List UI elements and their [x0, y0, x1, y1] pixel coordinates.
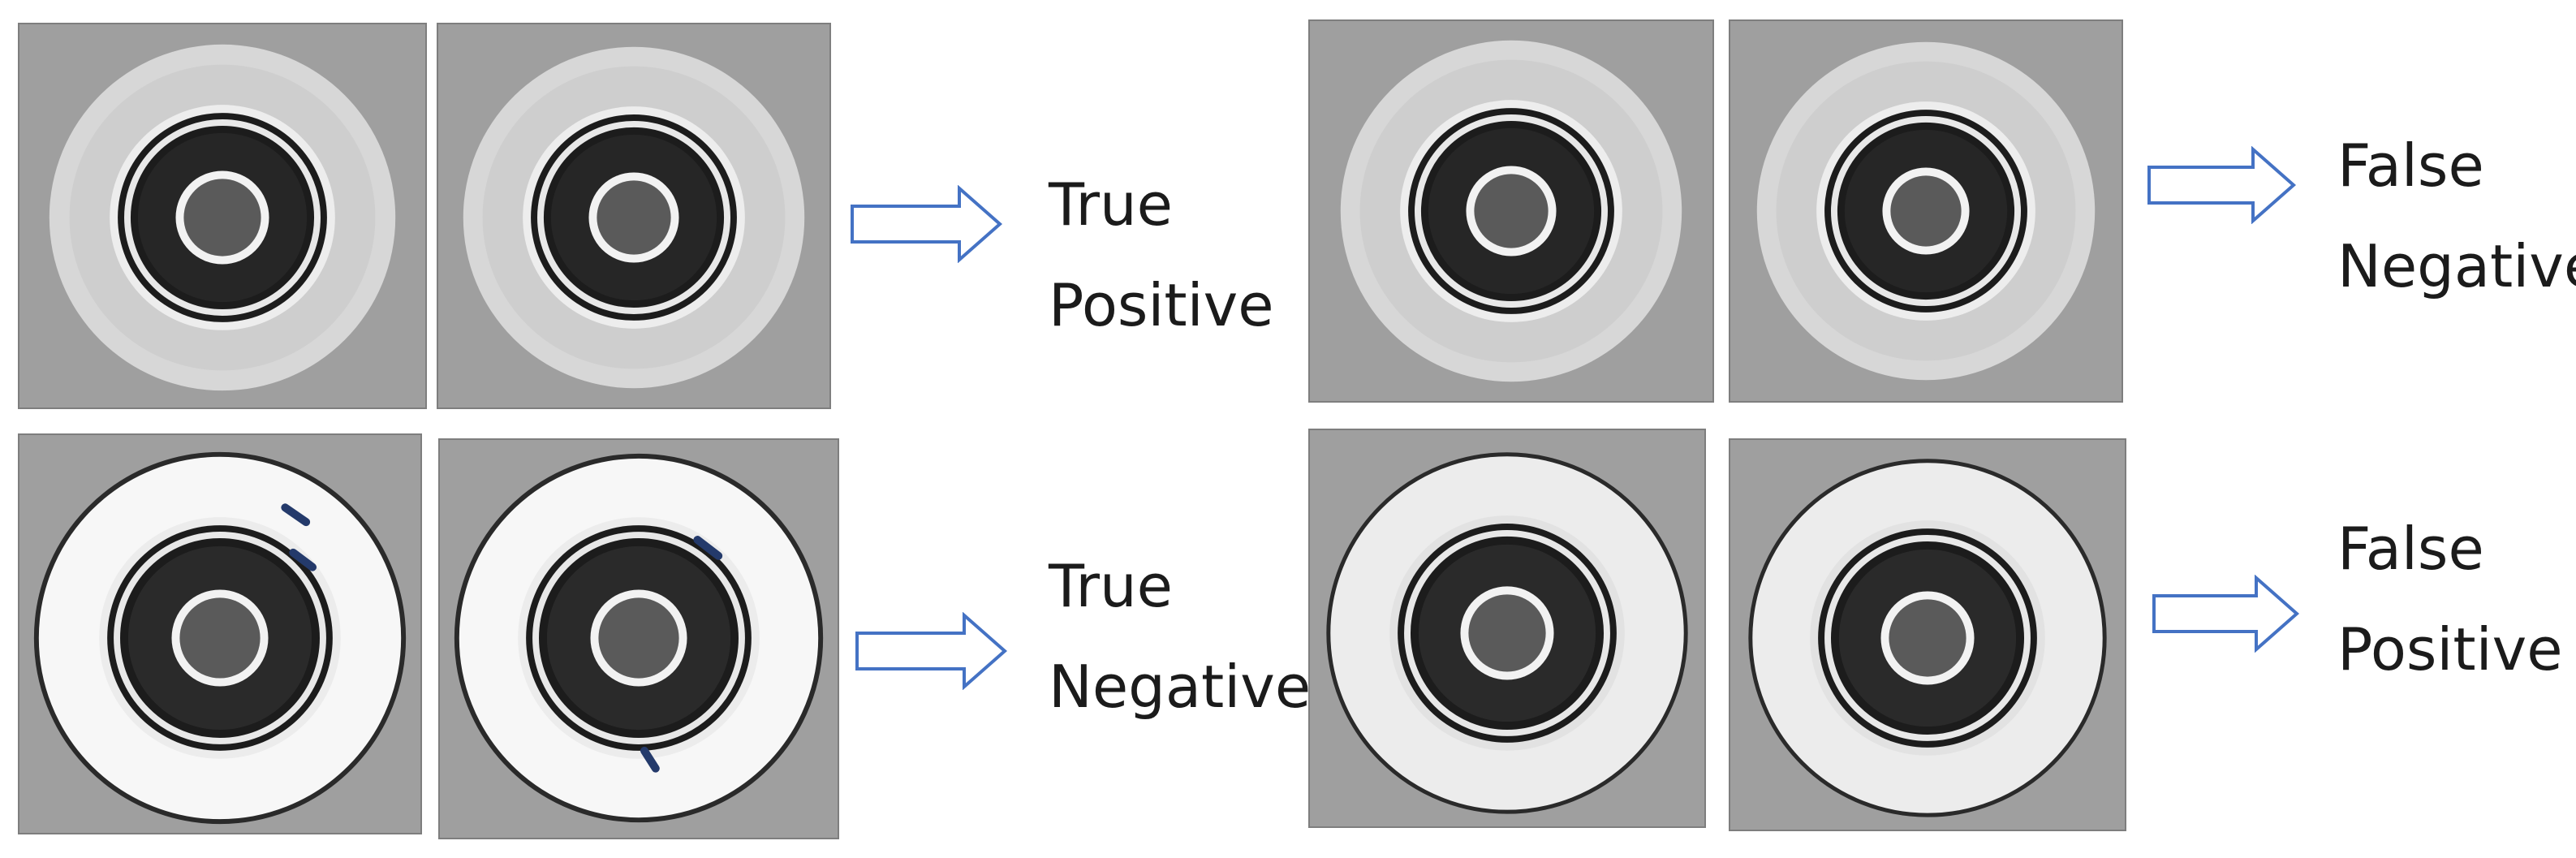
part-photo-false-negative-1	[1308, 19, 1714, 403]
outcome-label-line2: Negative	[2337, 232, 2576, 300]
defect-marker-icon	[693, 536, 723, 560]
outcome-label-true-positive: True Positive	[1049, 154, 1274, 356]
outcome-label-line1: False	[2337, 515, 2484, 583]
part-photo-true-positive-2	[437, 23, 831, 409]
outcome-label-false-positive: False Positive	[2337, 498, 2563, 700]
part-photo-false-negative-2	[1729, 19, 2123, 403]
part-photo-true-negative-2	[438, 438, 839, 839]
part-photo-true-positive-1	[18, 23, 427, 409]
defect-marker-icon	[640, 746, 660, 773]
part-photo-false-positive-1	[1308, 429, 1706, 828]
right-arrow-icon	[849, 185, 1003, 263]
defect-marker-icon	[281, 503, 311, 527]
outcome-label-line1: True	[1049, 552, 1173, 620]
defect-marker-icon	[289, 548, 317, 571]
outcome-label-false-negative: False Negative	[2337, 115, 2576, 317]
right-arrow-icon	[2146, 146, 2297, 224]
outcome-label-line1: True	[1049, 170, 1173, 239]
outcome-label-line2: Positive	[2337, 615, 2563, 683]
right-arrow-icon	[854, 612, 1008, 690]
part-photo-true-negative-1	[18, 433, 422, 834]
right-arrow-icon	[2151, 575, 2300, 653]
outcome-label-true-negative: True Negative	[1049, 536, 1311, 737]
part-photo-false-positive-2	[1729, 438, 2126, 831]
outcome-label-line2: Positive	[1049, 271, 1274, 339]
outcome-label-line1: False	[2337, 132, 2484, 200]
outcome-label-line2: Negative	[1049, 653, 1312, 721]
